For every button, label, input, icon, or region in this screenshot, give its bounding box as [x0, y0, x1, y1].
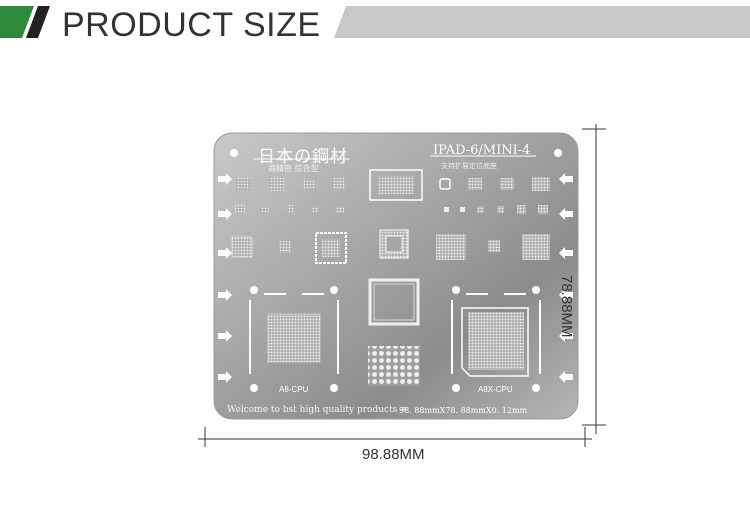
center-bga: [368, 346, 420, 386]
mount-hole: [230, 149, 238, 157]
left-cpu-block: [249, 286, 339, 392]
component-row-1: [236, 169, 550, 201]
header-bar: [0, 6, 750, 38]
right-cpu-block: [451, 286, 541, 392]
stencil-brand-cn: 日本の鋼材: [258, 147, 348, 167]
component-row-3: [231, 229, 550, 264]
header-accent-green: [0, 6, 34, 38]
header-gray-band: [334, 6, 750, 38]
mount-hole: [554, 149, 562, 157]
height-dimension: [582, 124, 606, 434]
center-ic-frame: [368, 278, 420, 326]
stencil-brand-sub: 高精密 综合型: [268, 164, 319, 173]
cpu-right-label: A8X-CPU: [478, 385, 513, 394]
height-label: 78.88MM: [558, 275, 575, 338]
component-row-2: [235, 205, 548, 214]
cpu-left-label: A8-CPU: [279, 385, 309, 394]
header-accent-dark: [26, 6, 50, 38]
stencil-model-sub: 支持扩展定位底座: [441, 162, 497, 170]
stencil-model: IPAD-6/MINI-4: [433, 143, 531, 158]
page-title: PRODUCT SIZE: [62, 6, 321, 44]
right-arrows: [559, 173, 573, 383]
stencil-footer-text: Welcome to bst high quality products =: [227, 405, 408, 415]
left-arrows: [218, 173, 232, 383]
width-dimension: [198, 427, 592, 447]
width-label: 98.88MM: [362, 446, 425, 463]
stencil-footer-spec: 98. 88mmX78. 88mmX0. 12mm: [399, 406, 528, 415]
